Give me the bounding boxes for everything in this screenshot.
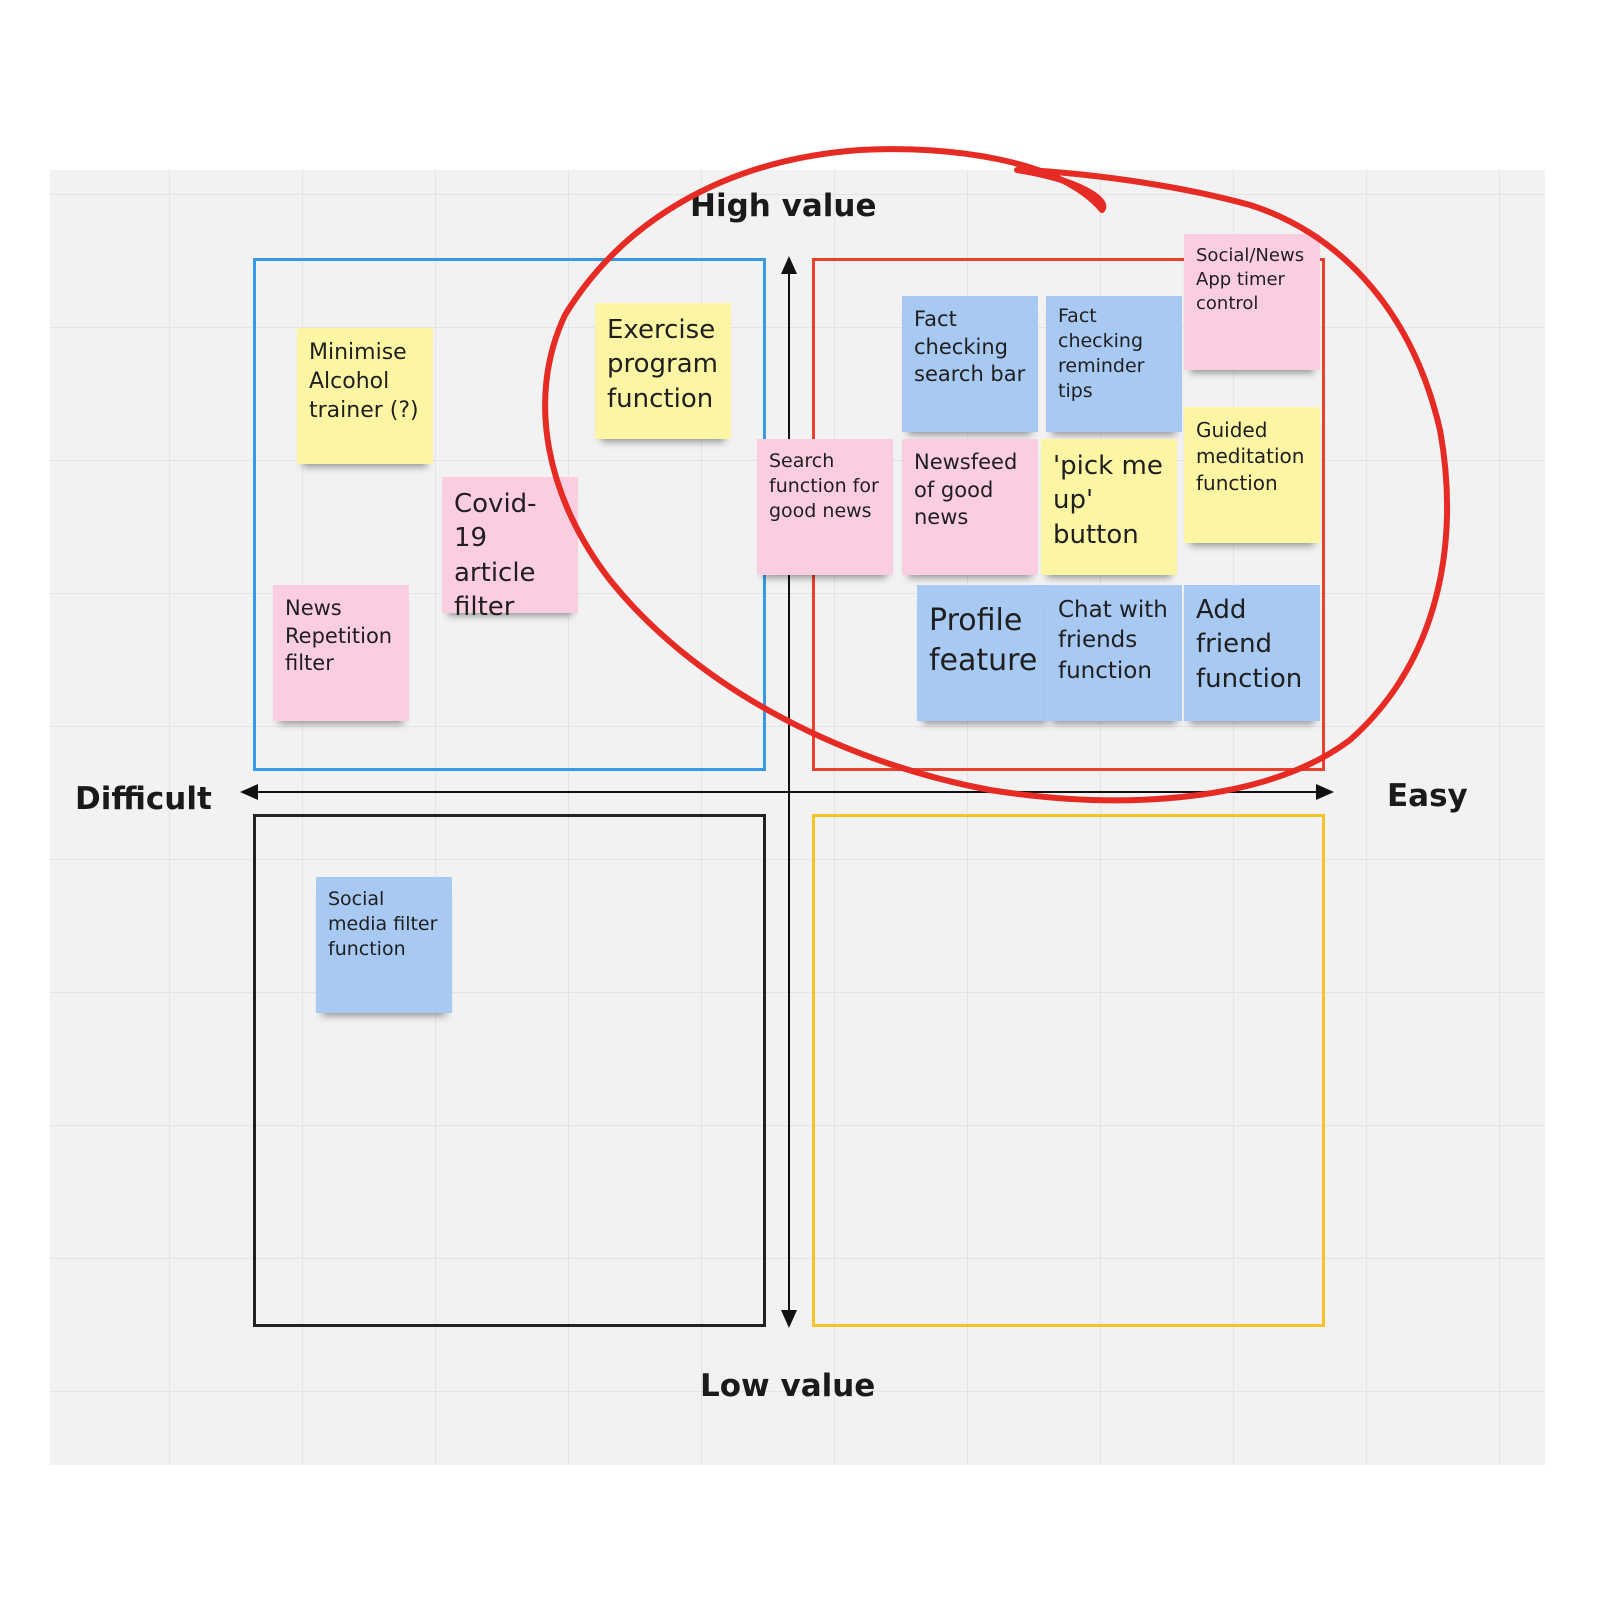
sticky-note-exercise-program[interactable]: Exercise program function xyxy=(595,303,731,439)
axis-label-easy: Easy xyxy=(1387,778,1468,814)
arrow-left-icon xyxy=(240,784,258,800)
arrow-down-icon xyxy=(781,1310,797,1328)
sticky-note-guided-meditation[interactable]: Guided meditation function xyxy=(1184,407,1320,543)
sticky-note-fact-reminder[interactable]: Fact checking reminder tips xyxy=(1046,296,1182,432)
sticky-note-profile[interactable]: Profile feature xyxy=(917,585,1053,721)
sticky-note-covid-filter[interactable]: Covid-19 article filter xyxy=(442,477,578,622)
arrow-right-icon xyxy=(1316,784,1334,800)
sticky-note-minimise-alcohol[interactable]: Minimise Alcohol trainer (?) xyxy=(297,328,433,464)
sticky-note-app-timer[interactable]: Social/News App timer control xyxy=(1184,234,1320,370)
sticky-note-pick-me-up[interactable]: 'pick me up' button xyxy=(1041,439,1177,575)
sticky-note-fact-search[interactable]: Fact checking search bar xyxy=(902,296,1038,432)
sticky-note-search-good-news[interactable]: Search function for good news xyxy=(757,439,893,575)
sticky-note-chat-friends[interactable]: Chat with friends function xyxy=(1046,585,1182,721)
axis-label-high-value: High value xyxy=(690,188,877,224)
sticky-note-newsfeed[interactable]: Newsfeed of good news xyxy=(902,439,1038,575)
sticky-note-add-friend[interactable]: Add friend function xyxy=(1184,585,1320,721)
quadrant-difficult-low-value xyxy=(253,814,766,1327)
quadrant-easy-low-value xyxy=(812,814,1325,1327)
arrow-up-icon xyxy=(781,256,797,274)
sticky-note-news-repetition[interactable]: News Repetition filter xyxy=(273,585,409,721)
axis-label-low-value: Low value xyxy=(700,1368,876,1404)
axis-label-difficult: Difficult xyxy=(75,781,212,817)
sticky-note-social-filter[interactable]: Social media filter function xyxy=(316,877,452,1013)
